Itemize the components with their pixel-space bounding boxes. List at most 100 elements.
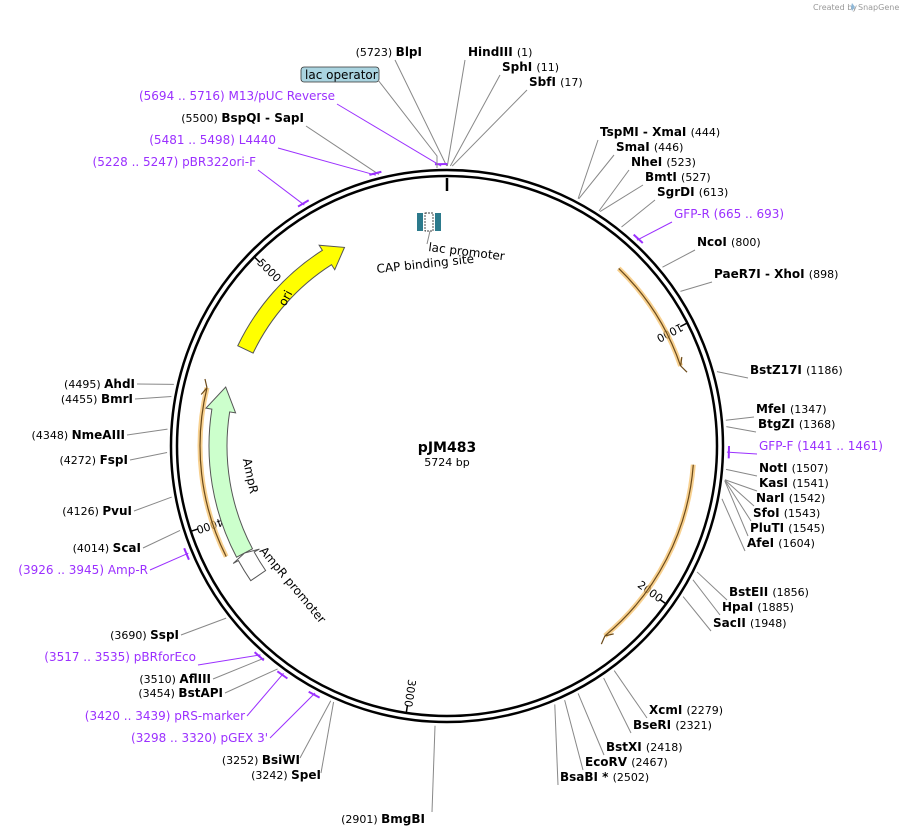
ori-label: ori: [276, 288, 296, 308]
primer-name: GFP-F: [759, 439, 797, 453]
site-leader: [305, 125, 380, 175]
site-enzyme: BtgZI: [758, 417, 799, 431]
primer-name: GFP-R: [674, 207, 714, 221]
site-position: (1542): [789, 492, 826, 505]
primer-name: pRS-marker: [174, 709, 245, 723]
site-leader: [662, 249, 696, 268]
site-leader: [224, 668, 278, 694]
site-leader: [725, 468, 758, 477]
primer-leader: [246, 672, 284, 717]
site-label-ecorv: EcoRV (2467): [585, 755, 668, 769]
site-label-nhei: NheI (523): [631, 155, 696, 169]
site-position: (1948): [750, 617, 787, 630]
site-label-bmgbi: (2901) BmgBI: [341, 812, 425, 826]
site-label-sspi: (3690) SspI: [110, 628, 179, 642]
lac-promoter-glyph: [417, 212, 441, 232]
site-label-hindiii: HindIII (1): [468, 45, 532, 59]
site-leader: [446, 59, 466, 167]
site-leader: [682, 596, 712, 632]
primer-name: pBR322ori-F: [182, 155, 256, 169]
primer-leader: [336, 103, 442, 167]
primer-range: (3298 .. 3320): [131, 731, 221, 745]
site-label-btgzi: BtgZI (1368): [758, 417, 835, 431]
primer-range: (5694 .. 5716): [139, 89, 229, 103]
site-enzyme: BmtI: [645, 170, 681, 184]
site-leader: [577, 139, 599, 199]
site-leader: [680, 281, 713, 292]
site-position: (444): [691, 126, 721, 139]
site-enzyme: BseRI: [633, 718, 675, 732]
orf-arc: [604, 464, 694, 637]
site-label-sacii: SacII (1948): [713, 616, 787, 630]
site-position: (2901): [341, 813, 381, 826]
primer-mark: [369, 170, 382, 176]
primer-label-prsmarker: (3420 .. 3439) pRS-marker: [85, 709, 245, 723]
site-enzyme: BmrI: [101, 392, 133, 406]
site-leader: [716, 371, 749, 379]
site-position: (4348): [32, 429, 72, 442]
site-leader: [431, 725, 436, 813]
site-label-bmti: BmtI (527): [645, 170, 711, 184]
primer-mark: [632, 233, 644, 244]
site-position: (4495): [64, 378, 104, 391]
primer-mark: [308, 690, 321, 699]
site-position: (1543): [784, 507, 821, 520]
site-leader: [451, 89, 528, 167]
site-leader: [133, 496, 172, 512]
site-enzyme: SacII: [713, 616, 750, 630]
site-position: (1368): [799, 418, 836, 431]
site-position: (3454): [138, 687, 178, 700]
primer-label-pgex3: (3298 .. 3320) pGEX 3': [131, 731, 268, 745]
plasmid-length: 5724 bp: [424, 456, 469, 469]
primer-name: L4440: [239, 133, 276, 147]
site-leader: [599, 184, 644, 212]
site-label-pvui: (4126) PvuI: [62, 504, 132, 518]
site-enzyme: KasI: [759, 476, 792, 490]
site-enzyme: PluTI: [750, 521, 788, 535]
primer-label-pbr322: (5228 .. 5247) pBR322ori-F: [93, 155, 257, 169]
site-enzyme: ScaI: [113, 541, 141, 555]
site-enzyme: SphI: [502, 60, 536, 74]
scale-tick: [405, 704, 409, 714]
site-label-sbfi: SbfI (17): [529, 75, 583, 89]
primer-leader: [636, 221, 673, 241]
primer-name: Amp-R: [108, 563, 148, 577]
primer-label-m13: (5694 .. 5716) M13/pUC Reverse: [139, 89, 335, 103]
site-label-tspmi: TspMI - XmaI (444): [600, 125, 720, 139]
site-position: (3690): [110, 629, 150, 642]
site-enzyme: BsaBI *: [560, 770, 613, 784]
scale-tick: [190, 528, 199, 533]
site-enzyme: BstAPI: [178, 686, 223, 700]
site-leader: [603, 677, 632, 734]
site-leader: [724, 479, 755, 507]
primer-label-ampr: (3926 .. 3945) Amp-R: [18, 563, 148, 577]
site-position: (3252): [222, 754, 262, 767]
site-label-bmri: (4455) BmrI: [61, 392, 133, 406]
site-position: (17): [560, 76, 583, 89]
site-enzyme: EcoRV: [585, 755, 631, 769]
site-enzyme: NarI: [756, 491, 789, 505]
site-enzyme: BspQI - SapI: [221, 111, 304, 125]
site-label-bsiwi: (3252) BsiWI: [222, 753, 300, 767]
site-label-bstz17i: BstZ17I (1186): [750, 363, 843, 377]
site-position: (527): [681, 171, 711, 184]
primer-range: (5481 .. 5498): [149, 133, 239, 147]
site-label-sfoi: SfoI (1543): [753, 506, 820, 520]
scale-tick: [679, 322, 688, 328]
site-leader: [129, 451, 168, 461]
site-enzyme: AhdI: [104, 377, 135, 391]
site-enzyme: SmaI: [616, 140, 654, 154]
site-enzyme: NheI: [631, 155, 666, 169]
ampr-promoter-arrow: [232, 548, 267, 582]
site-enzyme: FspI: [100, 453, 128, 467]
site-label-fspi: (4272) FspI: [60, 453, 128, 467]
primer-label-gfpr: GFP-R (665 .. 693): [674, 207, 784, 221]
site-leader: [142, 529, 181, 549]
ampr-label: AmpR: [240, 457, 261, 495]
site-label-bsabi: BsaBI * (2502): [560, 770, 649, 784]
primer-leader: [149, 552, 189, 571]
site-enzyme: BstEII: [729, 585, 772, 599]
site-enzyme: HpaI: [722, 600, 757, 614]
site-position: (1885): [757, 601, 794, 614]
